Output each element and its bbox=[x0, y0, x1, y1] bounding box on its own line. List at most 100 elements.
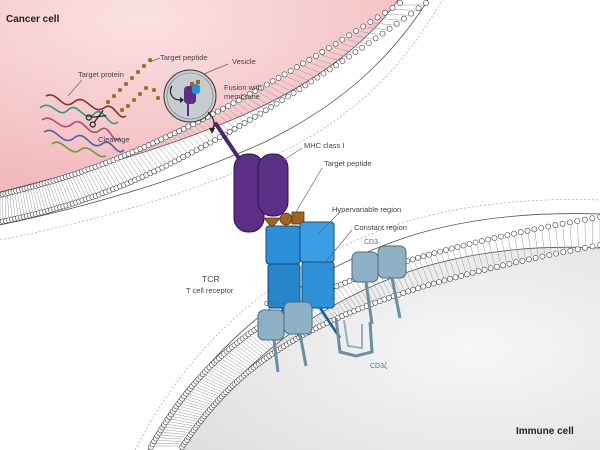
lipid-tail bbox=[315, 58, 335, 66]
peptide-dot bbox=[136, 70, 140, 74]
lipid-head bbox=[365, 40, 372, 46]
lipid-head bbox=[454, 244, 461, 250]
lipid-tail bbox=[367, 27, 388, 31]
label-mhc-class-i: MHC class I bbox=[304, 141, 344, 150]
lipid-head bbox=[214, 108, 221, 115]
lipid-head bbox=[431, 250, 438, 256]
lipid-tail bbox=[227, 108, 245, 122]
lipid-tail bbox=[203, 377, 226, 388]
label-cd3-zeta: CD3ζ bbox=[370, 363, 387, 370]
label-cleavage: Cleavage bbox=[98, 135, 130, 144]
lipid-tail bbox=[75, 176, 86, 197]
lipid-tail bbox=[181, 403, 205, 411]
lipid-tail bbox=[501, 239, 507, 262]
lipid-tail bbox=[17, 193, 22, 215]
lipid-tail bbox=[229, 352, 250, 367]
label-cancer-cell: Cancer cell bbox=[6, 14, 60, 25]
lipid-head bbox=[506, 260, 513, 267]
lipid-tail bbox=[577, 224, 579, 247]
lipid-tail bbox=[206, 374, 228, 386]
lipid-head bbox=[539, 253, 546, 260]
lipid-head bbox=[382, 9, 388, 16]
lipid-tail bbox=[534, 232, 539, 255]
cancer-lipid-tails bbox=[0, 4, 424, 219]
lipid-tail bbox=[185, 130, 201, 146]
lipid-head bbox=[405, 288, 412, 295]
tcr-beta-variable bbox=[299, 221, 335, 263]
lipid-head bbox=[290, 90, 297, 96]
lipid-tail bbox=[240, 344, 260, 360]
lipid-head bbox=[441, 277, 448, 284]
lipid-tail bbox=[338, 288, 353, 310]
lipid-head bbox=[408, 10, 414, 17]
lipid-head bbox=[582, 244, 588, 251]
tcr-beta-constant bbox=[301, 261, 335, 309]
lipid-head bbox=[481, 266, 488, 273]
lipid-head bbox=[469, 269, 476, 276]
lipid-tail bbox=[72, 177, 83, 198]
lipid-head bbox=[559, 220, 566, 227]
lipid-tail bbox=[201, 379, 224, 390]
lipid-head bbox=[263, 81, 270, 88]
lipid-head bbox=[314, 74, 321, 81]
lipid-tail bbox=[263, 88, 282, 100]
lipid-tail bbox=[234, 348, 255, 363]
bound-peptide bbox=[263, 211, 305, 229]
lipid-tail bbox=[63, 180, 73, 201]
lipid-tail bbox=[197, 384, 220, 395]
cd3-left bbox=[257, 301, 313, 373]
lipid-tail bbox=[424, 259, 434, 282]
tcr-alpha-variable bbox=[265, 225, 301, 265]
lipid-tail bbox=[115, 162, 128, 181]
leader-target-protein bbox=[67, 79, 83, 97]
lipid-tail bbox=[183, 401, 207, 409]
peptide-dot bbox=[126, 104, 130, 108]
lipid-tail bbox=[30, 190, 36, 211]
lipid-head bbox=[345, 53, 352, 60]
lipid-tail bbox=[168, 138, 184, 156]
label-target-peptide-top: Target peptide bbox=[160, 53, 208, 62]
cancer-lipid-heads-inner bbox=[0, 0, 403, 198]
lipid-tail bbox=[309, 62, 329, 70]
lipid-tail bbox=[195, 386, 218, 397]
lipid-tail bbox=[66, 179, 77, 200]
lipid-head bbox=[472, 239, 479, 246]
lipid-tail bbox=[237, 103, 255, 116]
lipid-tail bbox=[447, 252, 455, 276]
peptide-dot bbox=[156, 96, 160, 100]
lipid-tail bbox=[98, 168, 110, 189]
lipid-head bbox=[287, 68, 294, 74]
leader-target-peptide-top bbox=[149, 57, 161, 63]
lipid-head bbox=[252, 113, 258, 120]
lipid-tail bbox=[46, 185, 55, 207]
lipid-tail bbox=[156, 144, 171, 162]
label-vesicle: Vesicle bbox=[232, 57, 256, 66]
lipid-tail bbox=[104, 166, 117, 186]
peptide-dot bbox=[142, 64, 146, 68]
vesicle bbox=[163, 69, 217, 123]
lipid-head bbox=[220, 105, 226, 112]
lipid-head bbox=[284, 93, 291, 100]
lipid-head bbox=[353, 28, 360, 34]
lipid-tail bbox=[88, 172, 100, 192]
lipid-tail bbox=[356, 281, 369, 303]
lipid-tail bbox=[291, 72, 311, 82]
label-tcr: TCR bbox=[202, 274, 219, 284]
lipid-head bbox=[589, 243, 596, 250]
lipid-tail bbox=[118, 160, 132, 180]
label-target-peptide: Target peptide bbox=[324, 159, 372, 168]
lipid-tail bbox=[91, 170, 103, 191]
leader-vesicle bbox=[203, 63, 229, 75]
lipid-tail bbox=[334, 290, 349, 311]
lipid-tail bbox=[286, 76, 305, 86]
lipid-tail bbox=[129, 156, 143, 175]
lipid-head bbox=[332, 40, 339, 47]
lipid-tail bbox=[452, 251, 461, 274]
lipid-head bbox=[511, 230, 517, 237]
immune-lipid-heads-inner bbox=[179, 242, 600, 450]
lipid-head bbox=[312, 53, 319, 59]
cancer-membrane-outer-line bbox=[0, 0, 429, 226]
lipid-tail bbox=[174, 413, 198, 420]
lipid-head bbox=[296, 86, 303, 93]
lipid-head bbox=[524, 227, 531, 234]
